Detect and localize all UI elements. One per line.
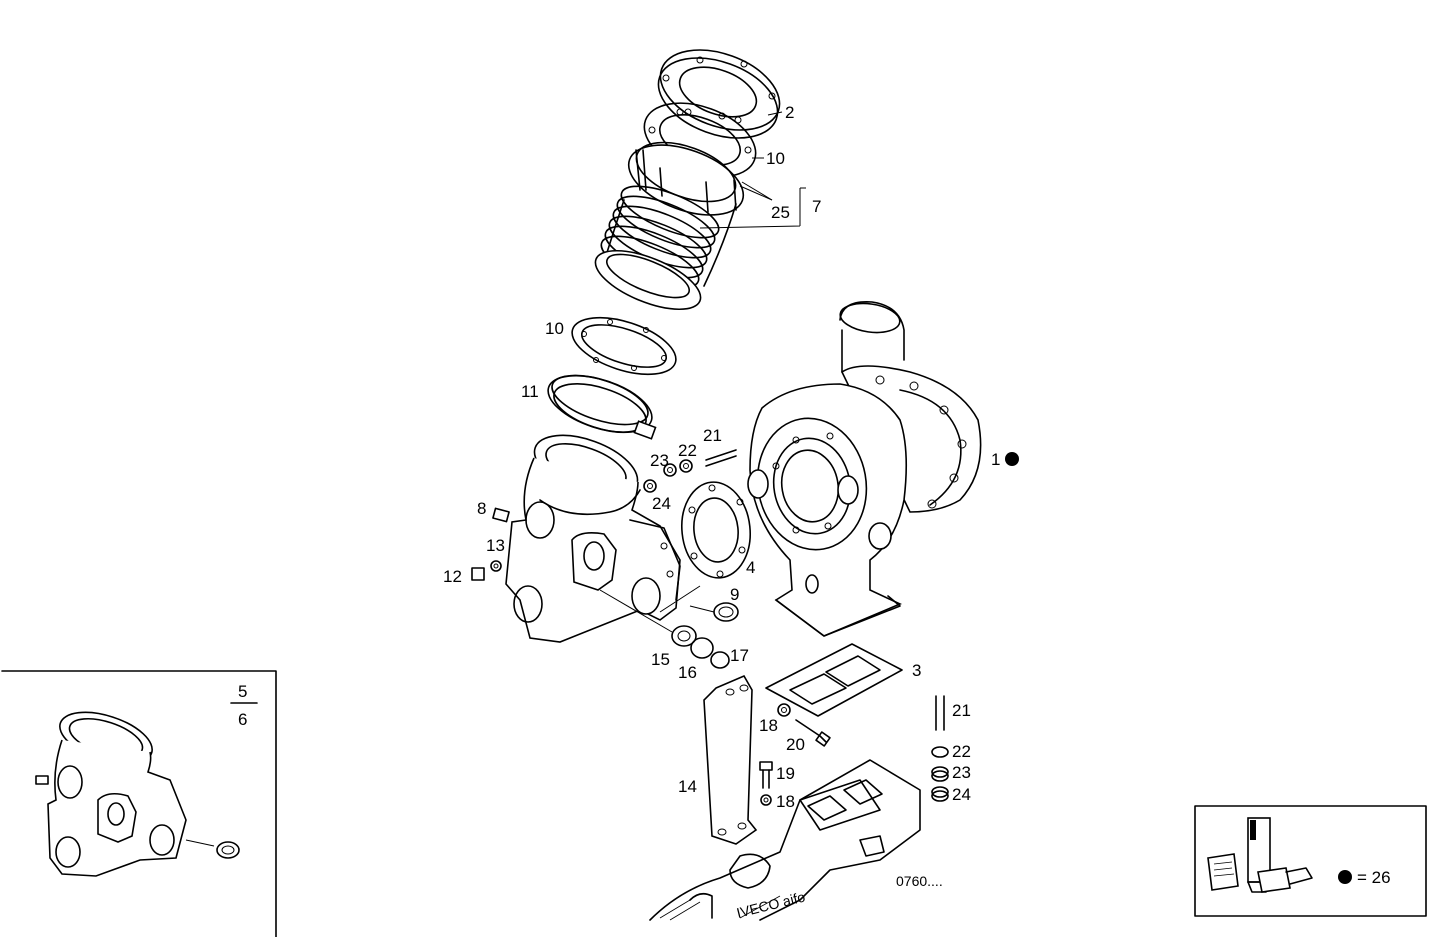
callout-label: 2 <box>785 103 794 122</box>
callout-label: 18 <box>776 792 795 811</box>
callout-label: 21 <box>703 426 722 445</box>
callout-label: 3 <box>912 661 921 680</box>
callout-label: 13 <box>486 536 505 555</box>
exhaust-elbow-housing <box>505 434 681 643</box>
callout-label: 10 <box>766 149 785 168</box>
callout-label: 9 <box>730 585 739 604</box>
inset-variant-top: 5 <box>238 682 247 701</box>
inset-variant-bottom: 6 <box>238 710 247 729</box>
callout-label: 11 <box>521 382 539 401</box>
bellows-part-7 <box>594 141 745 311</box>
callout-label: 23 <box>952 763 971 782</box>
legend-equals-text: = 26 <box>1357 868 1391 887</box>
drawing-code: 0760.... <box>896 873 943 889</box>
callout-label: 20 <box>786 735 805 754</box>
callout-label: 19 <box>776 764 795 783</box>
engine-manifold <box>649 759 921 921</box>
flange-part-2 <box>657 49 781 139</box>
callout-label: 22 <box>952 742 971 761</box>
callout-label: 8 <box>477 499 486 518</box>
callout-label: 1 <box>991 450 1000 469</box>
callout-label: 23 <box>650 451 669 470</box>
callout-1 <box>1005 452 1019 466</box>
callout-label: 25 <box>771 203 790 222</box>
turbocharger-part-1 <box>747 301 982 637</box>
callout-label: 21 <box>952 701 971 720</box>
engine-mark-text: IVECO aifo <box>735 888 807 921</box>
callout-label: 24 <box>952 785 971 804</box>
stud-stack-21-24 <box>931 695 949 802</box>
callout-label: 15 <box>651 650 670 669</box>
callout-label: 22 <box>678 441 697 460</box>
inset-labels: 5 6 <box>238 682 247 729</box>
leader-lines-top <box>699 111 806 229</box>
clamp-ring-part-11 <box>547 374 657 440</box>
bracket-part-14 <box>703 674 758 845</box>
gasket-part-4 <box>681 481 751 579</box>
small-parts <box>471 449 739 669</box>
fasteners-18-19-20 <box>759 703 831 806</box>
variant-inset <box>1 670 277 937</box>
callout-label: 10 <box>545 319 564 338</box>
callout-label: 12 <box>443 567 462 586</box>
callout-label: 24 <box>652 494 671 513</box>
callout-label: 16 <box>678 663 697 682</box>
callout-label: 7 <box>812 197 821 216</box>
callout-label: 17 <box>730 646 749 665</box>
callout-label: 14 <box>678 777 697 796</box>
callout-label: 4 <box>746 558 755 577</box>
callout-labels: 2 10 25 7 10 11 21 22 23 24 1 8 13 12 4 … <box>443 103 1000 811</box>
gasket-part-10-lower <box>571 316 677 376</box>
gasket-part-3 <box>765 643 903 717</box>
callout-label: 18 <box>759 716 778 735</box>
legend-box <box>1194 805 1427 917</box>
engine-mark: IVECO aifo <box>735 888 807 921</box>
